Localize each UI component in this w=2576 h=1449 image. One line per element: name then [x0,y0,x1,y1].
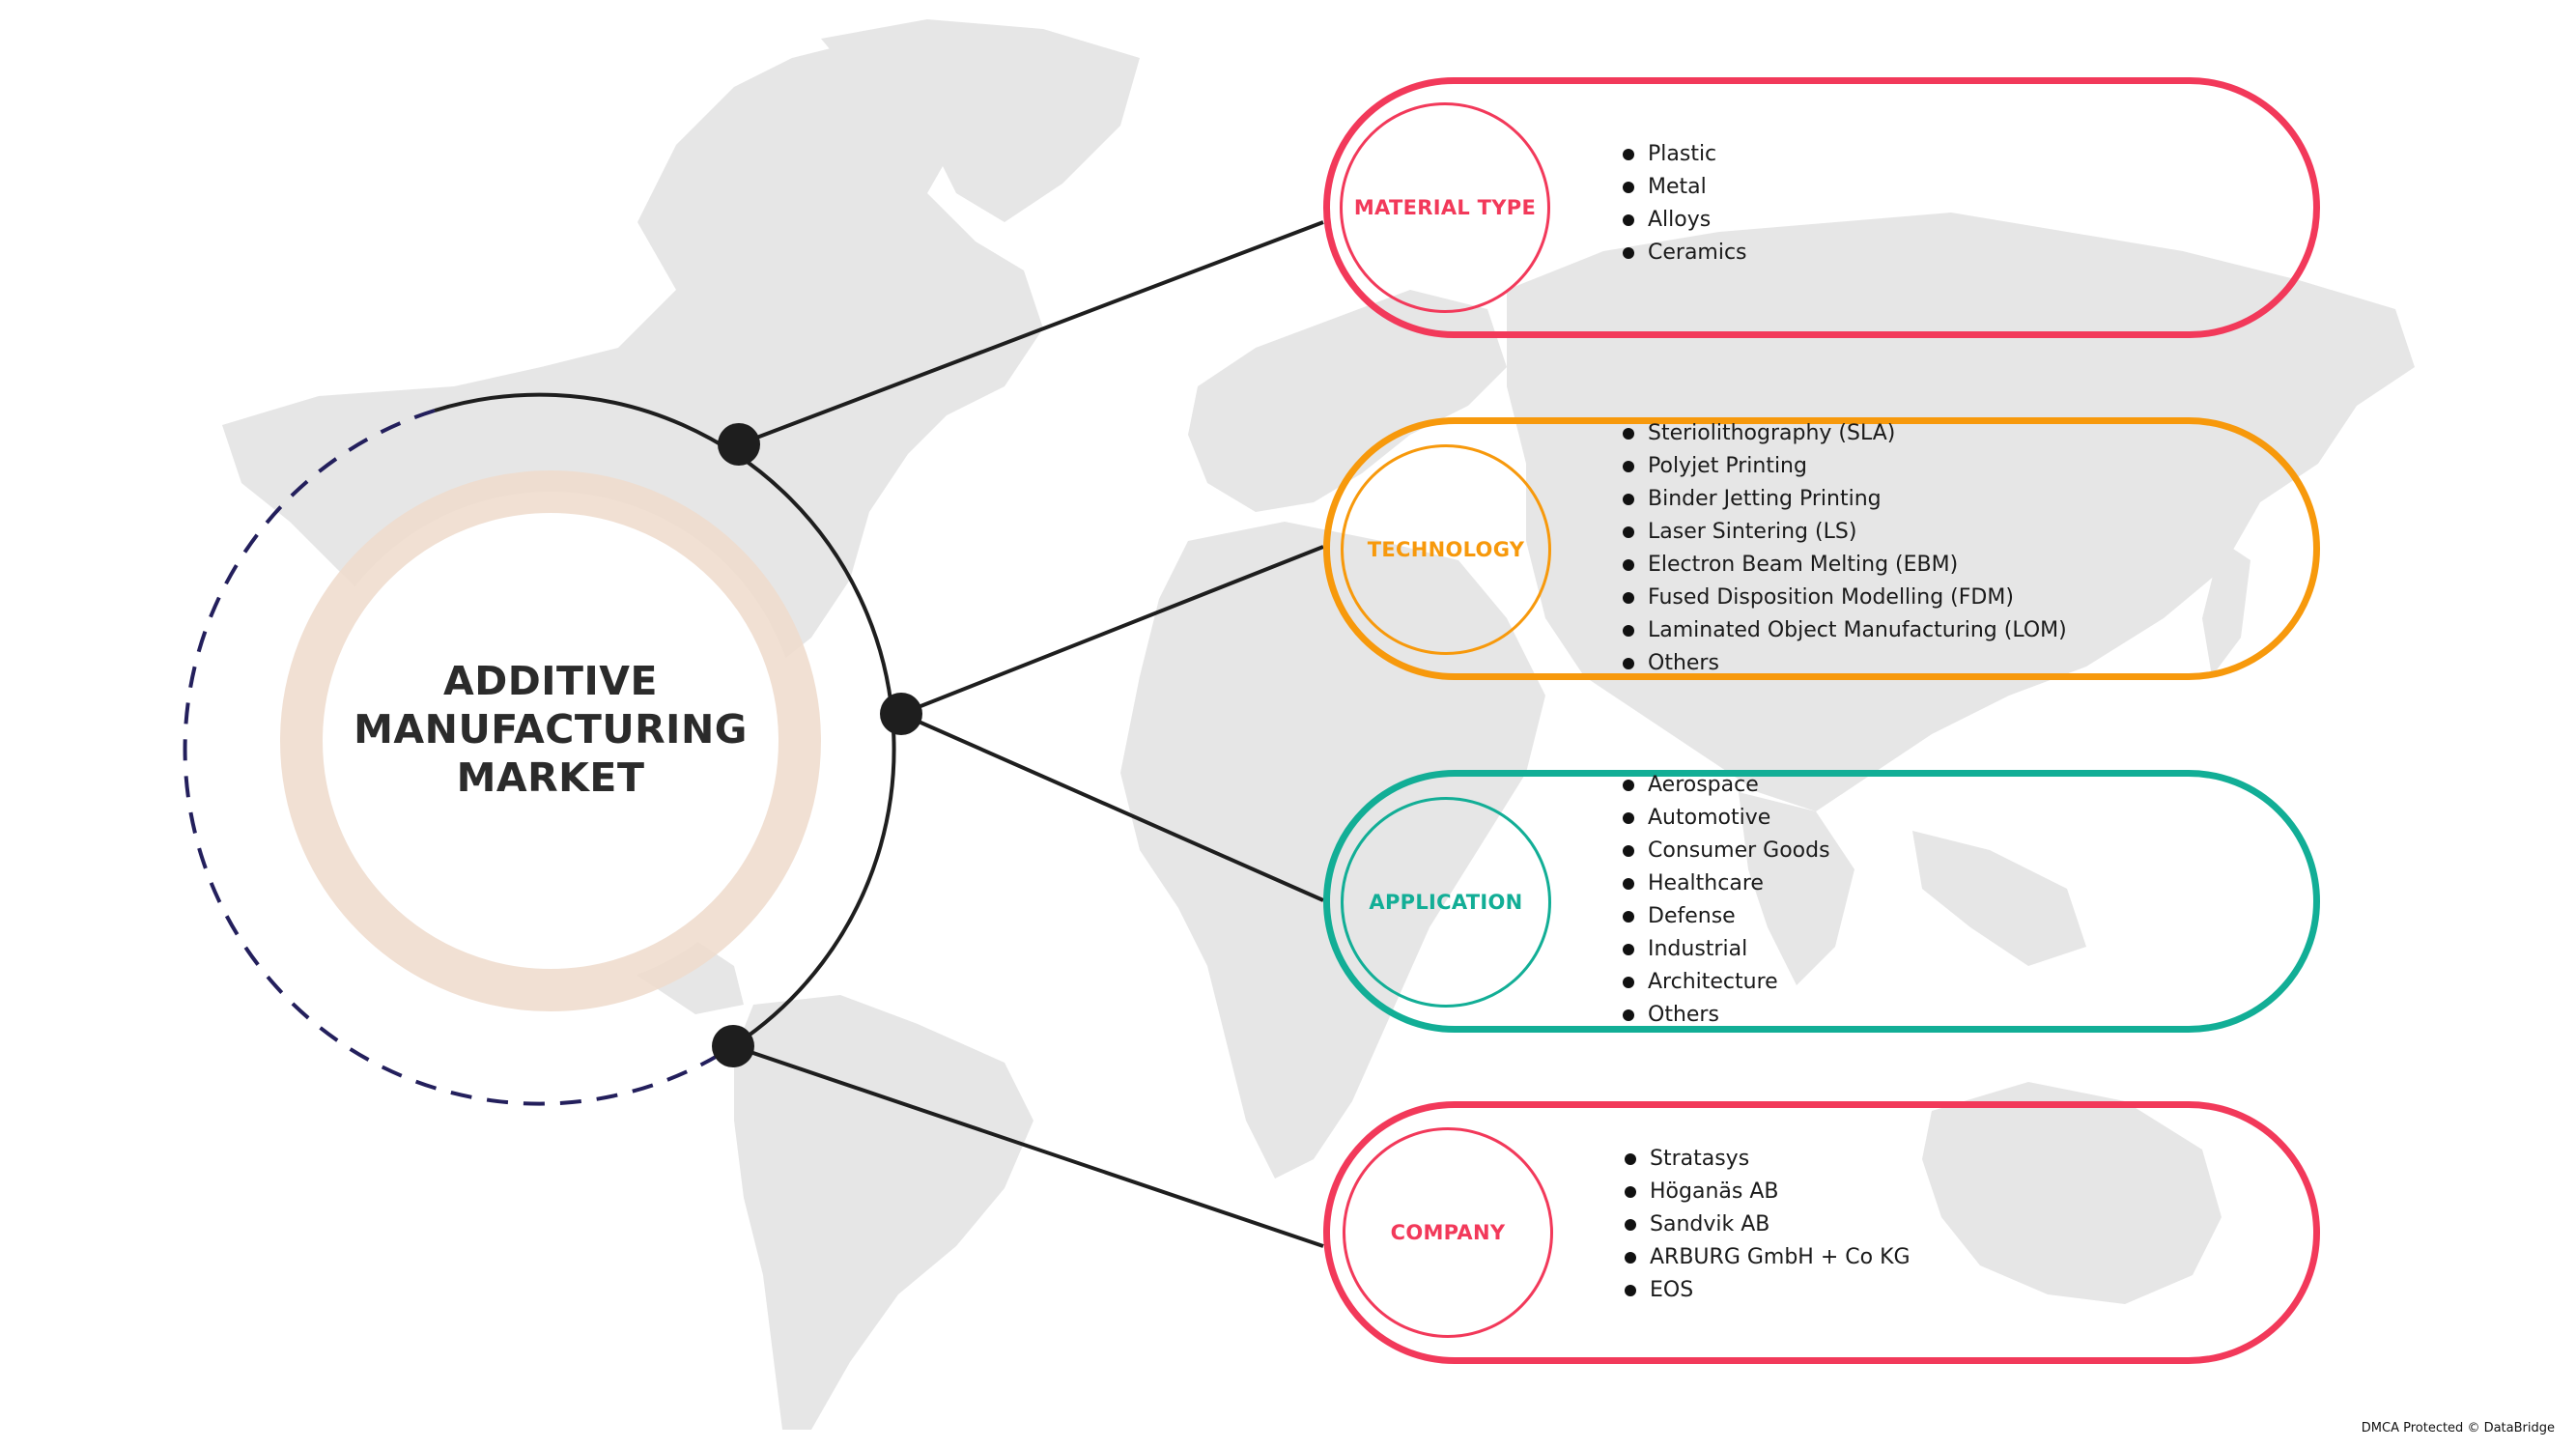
bullet-icon [1625,1153,1636,1165]
node-dot-technology-application [880,693,922,735]
dashed-outer-arc [183,409,735,1106]
hub-title-line-1: ADDITIVE [442,658,658,704]
segment-circle-material-type: MATERIAL TYPE [1340,102,1550,313]
list-item: Architecture [1623,966,1830,999]
list-item: Laminated Object Manufacturing (LOM) [1623,614,2067,647]
connector-application [900,712,1324,902]
bullet-icon [1623,494,1634,505]
list-item: Polyjet Printing [1623,450,2067,483]
segment-company [1323,1101,2320,1364]
bullet-icon [1623,780,1634,791]
segment-label-application: APPLICATION [1369,891,1523,914]
segment-circle-company: COMPANY [1343,1127,1553,1338]
list-item: Aerospace [1623,769,1830,802]
segment-label-company: COMPANY [1390,1221,1506,1244]
segment-application [1323,770,2320,1033]
list-item: Plastic [1623,138,1747,171]
hub-title-line-3: MARKET [456,754,645,801]
list-item: Industrial [1623,933,1830,966]
bullet-icon [1623,247,1634,259]
node-dot-company [712,1025,754,1067]
bullet-icon [1623,845,1634,857]
segment-circle-technology: TECHNOLOGY [1341,444,1551,655]
connector-technology [900,545,1324,716]
bullet-icon [1623,214,1634,226]
bullet-icon [1623,182,1634,193]
segment-label-technology: TECHNOLOGY [1367,538,1525,561]
bullet-icon [1625,1186,1636,1198]
segment-label-material-type: MATERIAL TYPE [1353,196,1537,219]
list-item: Höganäs AB [1625,1176,1911,1208]
bullet-icon [1625,1285,1636,1296]
segment-items-application: Aerospace Automotive Consumer Goods Heal… [1623,769,1830,1032]
segment-items-material-type: Plastic Metal Alloys Ceramics [1623,138,1747,270]
dmca-watermark[interactable]: DMCA Protected © DataBridge [2361,1421,2555,1435]
connector-company [732,1044,1324,1248]
bullet-icon [1623,878,1634,890]
list-item: EOS [1625,1274,1911,1307]
segment-circle-application: APPLICATION [1341,797,1551,1008]
list-item: Fused Disposition Modelling (FDM) [1623,582,2067,614]
list-item: Others [1623,647,2067,680]
bullet-icon [1625,1252,1636,1264]
bullet-icon [1625,1219,1636,1231]
list-item: Stratasys [1625,1143,1911,1176]
list-item: Alloys [1623,204,1747,237]
bullet-icon [1623,526,1634,538]
bullet-icon [1623,658,1634,669]
list-item: Others [1623,999,1830,1032]
bullet-icon [1623,559,1634,571]
bullet-icon [1623,592,1634,604]
list-item: Binder Jetting Printing [1623,483,2067,516]
hub-title-line-2: MANUFACTURING [354,706,748,753]
bullet-icon [1623,625,1634,637]
bullet-icon [1623,977,1634,988]
list-item: Laser Sintering (LS) [1623,516,2067,549]
list-item: Metal [1623,171,1747,204]
segment-items-company: Stratasys Höganäs AB Sandvik AB ARBURG G… [1625,1143,1911,1307]
bullet-icon [1623,461,1634,472]
solid-outer-arc [434,392,896,1048]
list-item: Defense [1623,900,1830,933]
list-item: Steriolithography (SLA) [1623,417,2067,450]
list-item: Automotive [1623,802,1830,835]
bullet-icon [1623,428,1634,440]
list-item: Sandvik AB [1625,1208,1911,1241]
node-dot-material-type [718,423,760,466]
bullet-icon [1623,149,1634,160]
list-item: Consumer Goods [1623,835,1830,867]
connector-material-type [738,220,1324,446]
list-item: Healthcare [1623,867,1830,900]
hub-ring [280,470,821,1011]
bullet-icon [1623,944,1634,955]
list-item: ARBURG GmbH + Co KG [1625,1241,1911,1274]
hub-title: ADDITIVE MANUFACTURING MARKET [328,657,773,802]
bullet-icon [1623,911,1634,923]
segment-material-type [1323,77,2320,338]
list-item: Electron Beam Melting (EBM) [1623,549,2067,582]
bullet-icon [1623,1009,1634,1021]
segment-technology [1323,417,2320,680]
bullet-icon [1623,812,1634,824]
list-item: Ceramics [1623,237,1747,270]
segment-items-technology: Steriolithography (SLA) Polyjet Printing… [1623,417,2067,680]
